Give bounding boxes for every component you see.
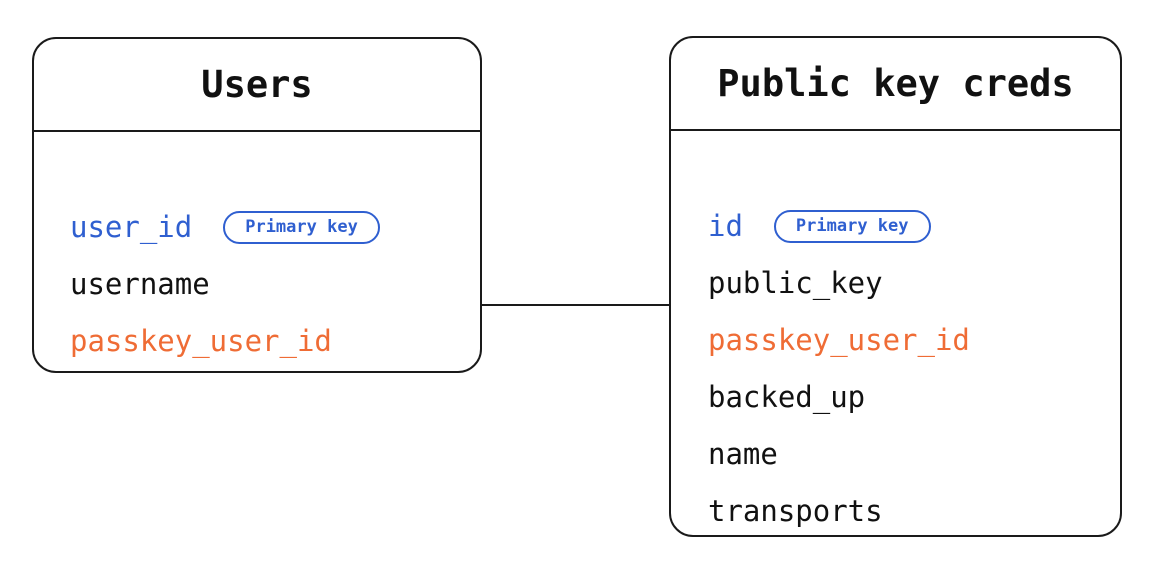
entity-public-key-creds-header: Public key creds: [671, 38, 1120, 131]
field-name-passkey-user-id: passkey_user_id: [708, 323, 970, 357]
entity-users-title: Users: [201, 63, 313, 106]
field-name-passkey-user-id: passkey_user_id: [70, 324, 332, 358]
field-name-username: username: [70, 267, 210, 301]
field-name-id: id: [708, 209, 743, 243]
field-row[interactable]: public_key: [671, 266, 1120, 300]
field-row[interactable]: transports: [671, 494, 1120, 528]
entity-users-header: Users: [34, 39, 480, 132]
field-row[interactable]: id Primary key: [671, 209, 1120, 243]
field-name-user-id: user_id: [70, 210, 193, 244]
field-row[interactable]: backed_up: [671, 380, 1120, 414]
entity-users-fields: user_id Primary key username passkey_use…: [34, 132, 480, 371]
field-row[interactable]: passkey_user_id: [671, 323, 1120, 357]
primary-key-badge: Primary key: [223, 210, 380, 244]
entity-public-key-creds-title: Public key creds: [717, 62, 1074, 105]
entity-public-key-creds-fields: id Primary key public_key passkey_user_i…: [671, 131, 1120, 535]
field-name-name: name: [708, 437, 778, 471]
field-row[interactable]: user_id Primary key: [34, 210, 480, 244]
field-name-backed-up: backed_up: [708, 380, 866, 414]
field-row[interactable]: passkey_user_id: [34, 324, 480, 358]
field-row[interactable]: username: [34, 267, 480, 301]
entity-users[interactable]: Users user_id Primary key username passk…: [32, 37, 482, 373]
field-row[interactable]: name: [671, 437, 1120, 471]
field-name-public-key: public_key: [708, 266, 883, 300]
primary-key-badge: Primary key: [773, 209, 931, 243]
entity-public-key-creds[interactable]: Public key creds id Primary key public_k…: [669, 36, 1122, 537]
relationship-connector-users-to-creds: [481, 304, 671, 306]
field-name-transports: transports: [708, 494, 883, 528]
